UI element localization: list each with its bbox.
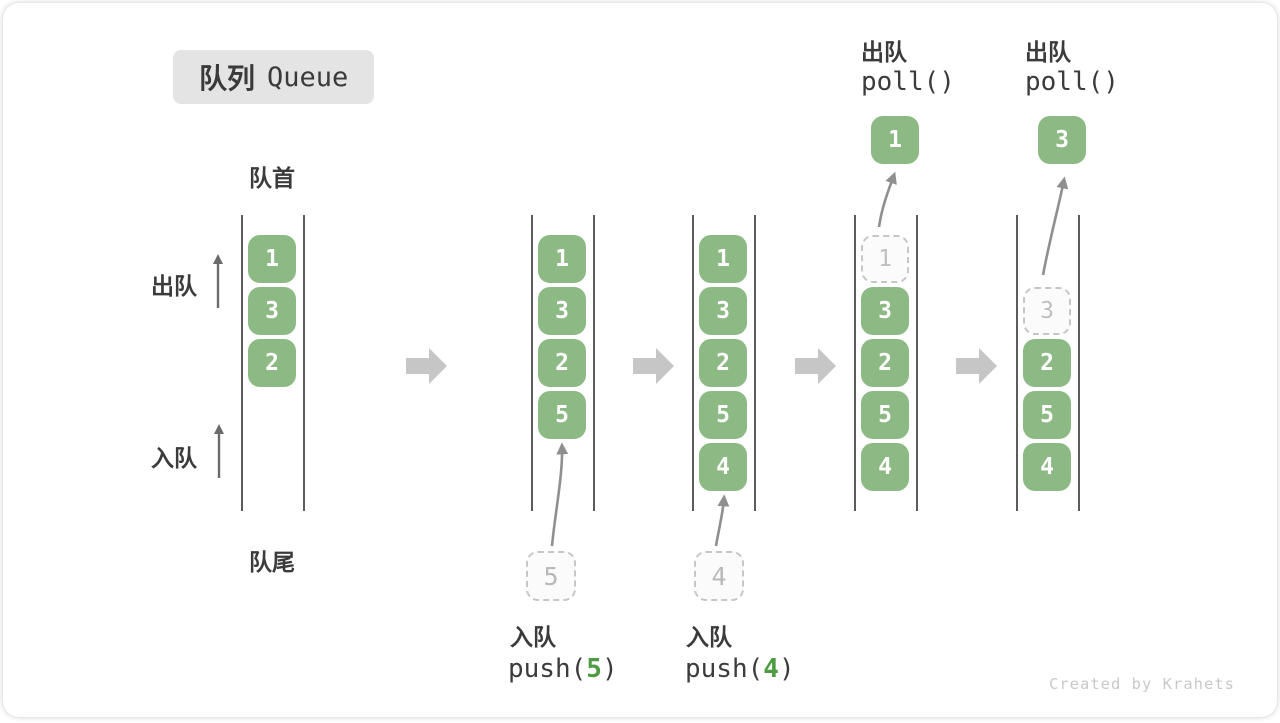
title-chip: 队列 Queue xyxy=(173,50,375,104)
dequeue-op-label: 出队 xyxy=(1025,39,1071,65)
queue-cell: 4 xyxy=(699,443,747,491)
watermark: Created by Krahets xyxy=(1049,675,1235,693)
queue-cell-removed: 3 xyxy=(1023,287,1071,335)
queue-cell-removed: 1 xyxy=(861,235,909,283)
poll-call-label: poll() xyxy=(1025,67,1119,97)
queue-cell: 3 xyxy=(248,287,296,335)
polled-value-box: 3 xyxy=(1038,116,1086,164)
queue-cell: 3 xyxy=(538,287,586,335)
dequeue-side-label: 出队 xyxy=(151,273,197,299)
push5-curve-arrow xyxy=(550,442,569,547)
flow-arrow-icon xyxy=(633,348,674,384)
queue-cell: 2 xyxy=(248,339,296,387)
title-zh: 队列 xyxy=(199,63,256,94)
queue-rear-label: 队尾 xyxy=(249,549,295,575)
queue-rail xyxy=(241,215,243,511)
queue-cell: 1 xyxy=(248,235,296,283)
push-arg: 4 xyxy=(763,654,779,684)
queue-cell: 2 xyxy=(699,339,747,387)
flow-arrow-icon xyxy=(795,348,836,384)
diagram-card: 队列 Queue 队首 队尾 出队 入队 xyxy=(3,3,1277,717)
incoming-value-box: 5 xyxy=(526,551,576,601)
polled-value-box: 1 xyxy=(871,116,919,164)
enqueue-op-label: 入队 xyxy=(510,624,556,650)
queue-cell: 1 xyxy=(538,235,586,283)
queue-rail xyxy=(593,215,595,511)
push4-curve-arrow xyxy=(714,494,730,547)
queue-cell: 5 xyxy=(1023,391,1071,439)
queue-rail xyxy=(1078,215,1080,511)
queue-cell: 4 xyxy=(861,443,909,491)
poll1-curve-arrow xyxy=(877,171,897,228)
queue-rail xyxy=(854,215,856,511)
queue-rail xyxy=(303,215,305,511)
queue-cell: 4 xyxy=(1023,443,1071,491)
queue-rail xyxy=(531,215,533,511)
arrows-overlay xyxy=(212,171,1069,547)
poll3-curve-arrow xyxy=(1041,176,1069,276)
queue-rail xyxy=(916,215,918,511)
poll-call-label: poll() xyxy=(861,67,955,97)
queue-cell: 2 xyxy=(861,339,909,387)
queue-cell: 3 xyxy=(861,287,909,335)
enqueue-op-label: 入队 xyxy=(686,624,732,650)
queue-cell: 5 xyxy=(861,391,909,439)
flow-arrow-icon xyxy=(956,348,997,384)
push-arg: 5 xyxy=(586,654,602,684)
title-en: Queue xyxy=(267,61,349,93)
queue-cell: 2 xyxy=(538,339,586,387)
queue-rail xyxy=(754,215,756,511)
push-call-label: push(4) xyxy=(685,654,795,684)
queue-cell: 2 xyxy=(1023,339,1071,387)
queue-rail xyxy=(1016,215,1018,511)
queue-cell: 3 xyxy=(699,287,747,335)
queue-cell: 1 xyxy=(699,235,747,283)
push-call-label: push(5) xyxy=(508,654,618,684)
dequeue-op-label: 出队 xyxy=(861,39,907,65)
enqueue-side-label: 入队 xyxy=(151,445,197,471)
incoming-value-box: 4 xyxy=(694,551,744,601)
queue-cell: 5 xyxy=(538,391,586,439)
flow-arrow-icon xyxy=(406,348,447,384)
queue-front-label: 队首 xyxy=(249,165,295,191)
queue-cell: 5 xyxy=(699,391,747,439)
queue-rail xyxy=(692,215,694,511)
